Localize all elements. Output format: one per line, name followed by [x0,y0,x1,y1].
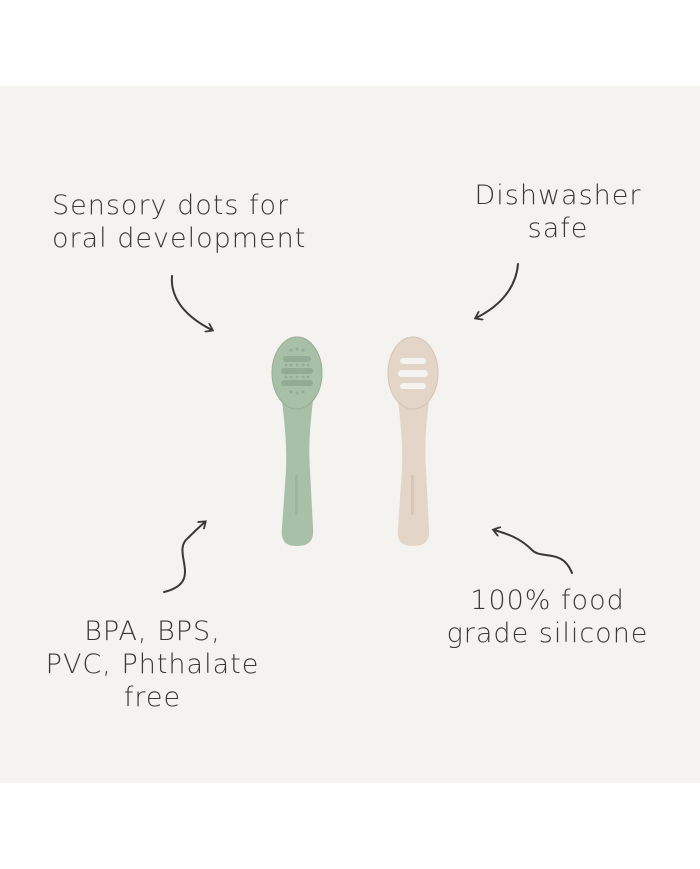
callout-dishwasher-line1: Dishwasher [474,180,642,211]
blush-spoon [387,336,439,546]
callout-food-grade: 100% food grade silicone [440,585,655,651]
callout-sensory-line1: Sensory dots for [52,190,290,221]
sensory-dots [281,347,313,395]
callout-dishwasher-safe: Dishwasher safe [468,180,648,246]
arrow-sensory [170,275,212,330]
product-backdrop [0,86,700,783]
arrow-dishwasher [476,263,519,318]
callout-dishwasher-line2: safe [527,212,589,244]
callout-food-line1: 100% food [470,585,625,616]
callout-bpa-line2: PVC, Phthalate [45,648,260,680]
callout-bpa-line1: BPA, BPS, [84,616,221,647]
callout-food-line2: grade silicone [446,617,649,649]
callout-bpa-free: BPA, BPS, PVC, Phthalate free [40,616,265,715]
callout-sensory-line2: oral development [52,222,307,254]
spoon-slots [398,358,428,389]
sage-spoon [271,336,323,546]
callout-bpa-line3: free [123,681,182,713]
arrow-bpa [163,522,205,593]
callout-sensory-dots: Sensory dots for oral development [52,190,306,256]
arrow-food [494,530,573,574]
